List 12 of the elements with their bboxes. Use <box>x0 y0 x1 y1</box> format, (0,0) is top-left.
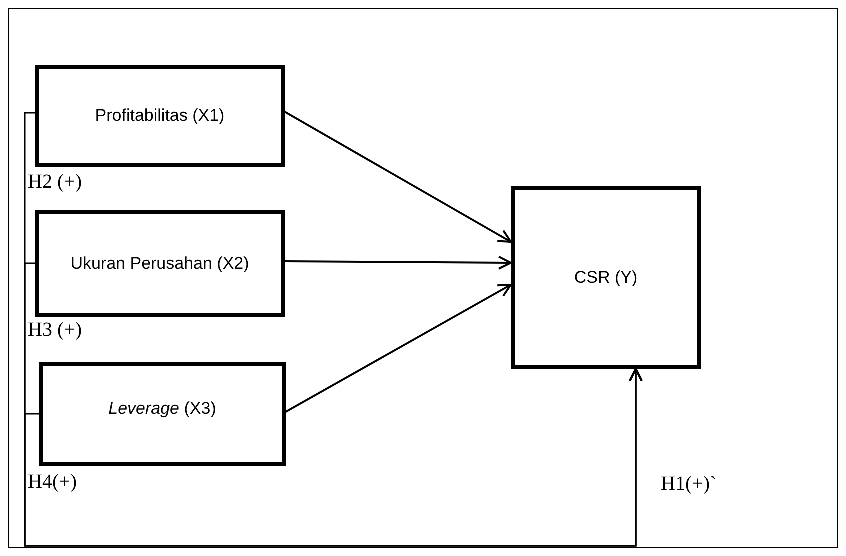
variable-box: Leverage (X3) <box>39 362 286 466</box>
variable-box: Ukuran Perusahan (X2) <box>35 210 285 317</box>
dependent-variable-box: CSR (Y) <box>511 186 701 369</box>
connector-line <box>24 368 643 547</box>
arrow <box>285 256 512 270</box>
arrow <box>284 111 512 243</box>
hypothesis-label: H4(+) <box>28 472 78 492</box>
variable-box: Profitabilitas (X1) <box>35 65 285 167</box>
hypothesis-label: H1(+)` <box>661 474 717 494</box>
arrow <box>286 284 512 413</box>
hypothesis-label: H2 (+) <box>28 172 82 192</box>
hypothesis-label: H3 (+) <box>28 320 82 340</box>
